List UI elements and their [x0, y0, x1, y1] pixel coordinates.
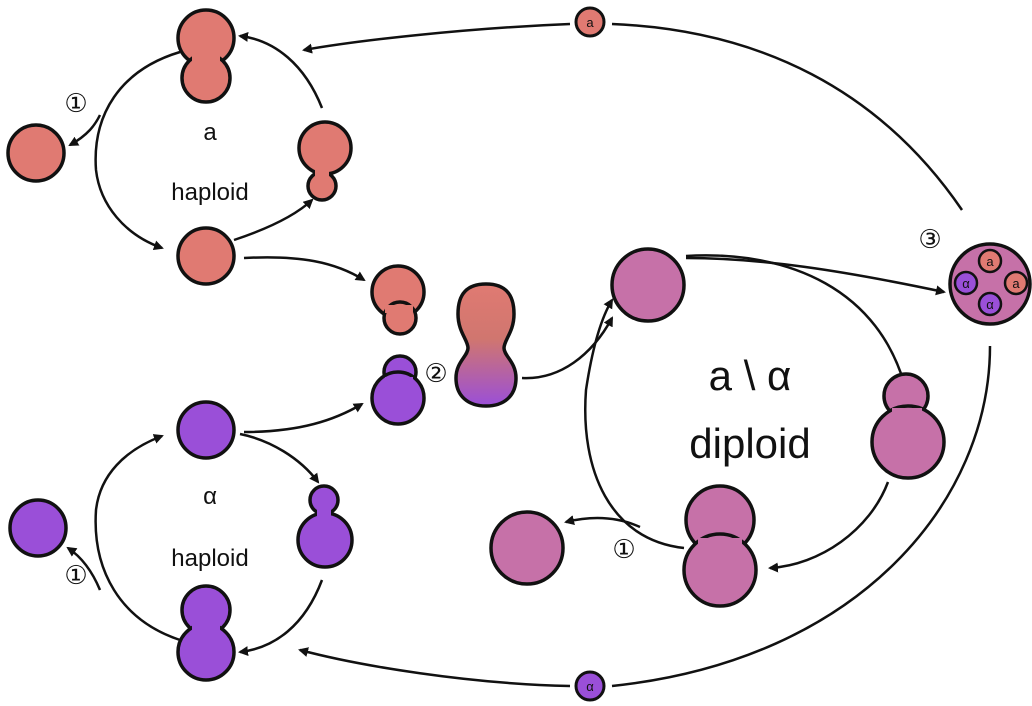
zygote-icon [454, 282, 518, 408]
cell-icon [6, 123, 66, 183]
arrow-icon [243, 256, 366, 282]
diploid-cells [489, 247, 946, 608]
budding-cell-icon [370, 354, 426, 426]
arrow-icon [302, 22, 571, 54]
spore-label-a: a [586, 15, 594, 30]
arrow-icon [685, 256, 946, 296]
arrow-icon [243, 402, 364, 434]
arrow-icon [768, 481, 890, 573]
spore-label-a: a [1012, 276, 1020, 291]
a-haploid-type-label: a [203, 119, 217, 146]
step-1-label: ① [64, 89, 87, 119]
spore-icon [574, 6, 606, 38]
spore-alpha: α [574, 670, 606, 702]
arrow-icon [233, 198, 314, 242]
arrow-icon [521, 316, 614, 380]
budding-cell-icon [370, 264, 426, 336]
step-1-label: ① [612, 535, 635, 565]
spore-label-alpha: α [962, 276, 970, 291]
spore-a: a [574, 6, 606, 38]
budding-cell-icon [176, 8, 236, 104]
arrow-icon [66, 546, 102, 591]
diploid-text-label: diploid [689, 420, 810, 467]
arrow-icon [94, 50, 181, 251]
alpha-haploid-text-label: haploid [171, 545, 248, 572]
budding-cell-icon [682, 484, 758, 608]
step-2-label: ② [424, 359, 447, 389]
cell-icon [176, 226, 236, 286]
alpha-haploid-type-label: α [203, 483, 217, 510]
cell-icon [489, 510, 565, 586]
alpha-haploid-cells [8, 354, 426, 682]
diploid-type-label: a \ α [709, 352, 792, 399]
a-haploid-cells [6, 8, 426, 336]
arrow-icon [611, 345, 992, 688]
arrow-icon [298, 647, 571, 688]
arrows [66, 22, 992, 688]
arrow-icon [238, 579, 324, 657]
ascus-icon: a a α α [948, 242, 1032, 326]
cell-icon [8, 498, 68, 558]
spore-label-a: a [986, 254, 994, 269]
cell-icon [176, 400, 236, 460]
step-3-label: ③ [918, 225, 941, 255]
budding-cell-icon [297, 120, 353, 202]
arrow-icon [685, 254, 909, 392]
spore-label-alpha: α [586, 679, 594, 694]
arrow-icon [94, 434, 181, 642]
budding-cell-icon [176, 584, 236, 682]
budding-cell-icon [870, 372, 946, 480]
arrow-icon [238, 31, 324, 109]
step-1-label: ① [64, 561, 87, 591]
spore-icon [574, 670, 606, 702]
arrow-icon [68, 114, 102, 147]
cell-icon [610, 247, 686, 323]
arrow-icon [611, 22, 964, 211]
arrow-icon [239, 432, 320, 484]
arrow-icon [584, 298, 685, 550]
budding-cell-icon [296, 484, 354, 569]
arrow-icon [564, 515, 641, 529]
spore-label-alpha: α [986, 297, 994, 312]
a-haploid-text-label: haploid [171, 179, 248, 206]
